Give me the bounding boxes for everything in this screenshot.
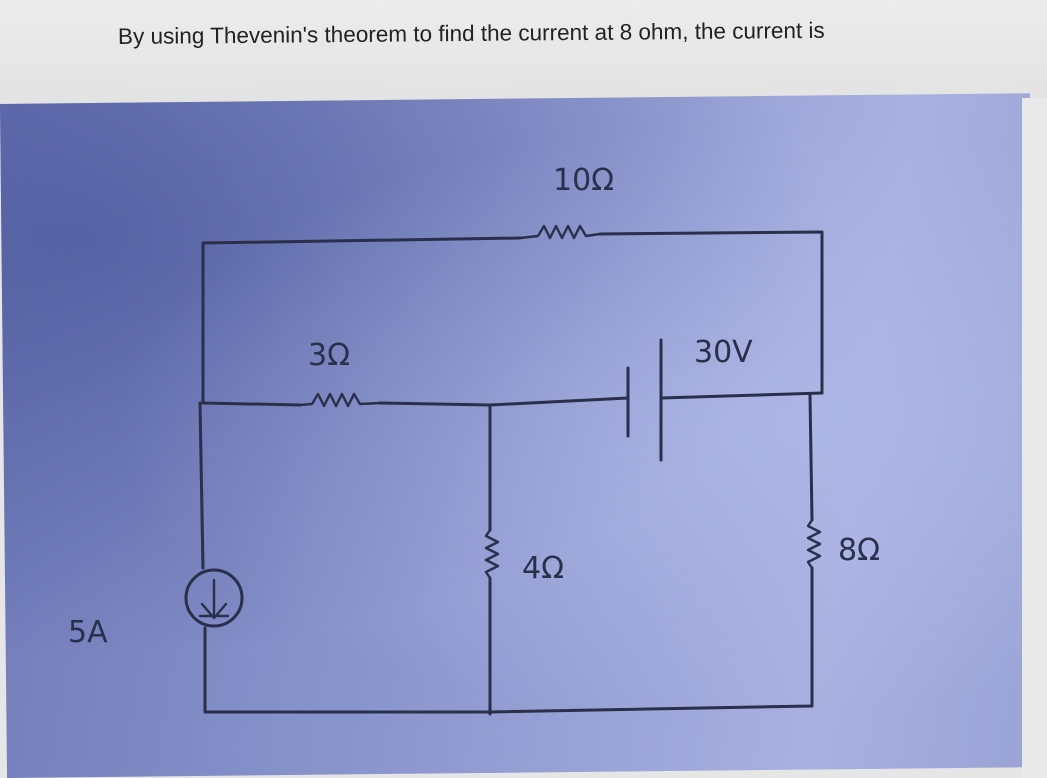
resistor-3-ohm	[298, 392, 382, 408]
label-30v: 30V	[694, 335, 753, 370]
question-banner: By using Thevenin's theorem to find the …	[0, 0, 1047, 112]
page-edge	[1022, 98, 1047, 778]
left-branch-wire	[198, 401, 205, 570]
label-10-ohm: 10Ω	[553, 163, 614, 198]
top-wire-left	[201, 236, 522, 405]
top-wire-right	[598, 230, 824, 395]
current-source-circle	[184, 568, 244, 628]
left-lower-wire	[203, 626, 492, 714]
label-8-ohm: 8Ω	[838, 533, 880, 568]
resistor-10-ohm	[518, 224, 602, 240]
resistor-8-ohm	[806, 518, 822, 570]
right-branch-wire-top	[808, 393, 814, 522]
resistor-4-ohm	[484, 528, 500, 580]
middle-wire-right	[659, 391, 824, 400]
right-branch-wire-bottom	[488, 566, 814, 714]
label-4-ohm: 4Ω	[522, 551, 564, 586]
current-source-arrow-icon	[198, 578, 230, 620]
middle-wire-left	[201, 401, 302, 407]
label-3-ohm: 3Ω	[308, 338, 350, 373]
label-5a: 5A	[68, 615, 108, 650]
middle-wire-center	[378, 396, 630, 407]
